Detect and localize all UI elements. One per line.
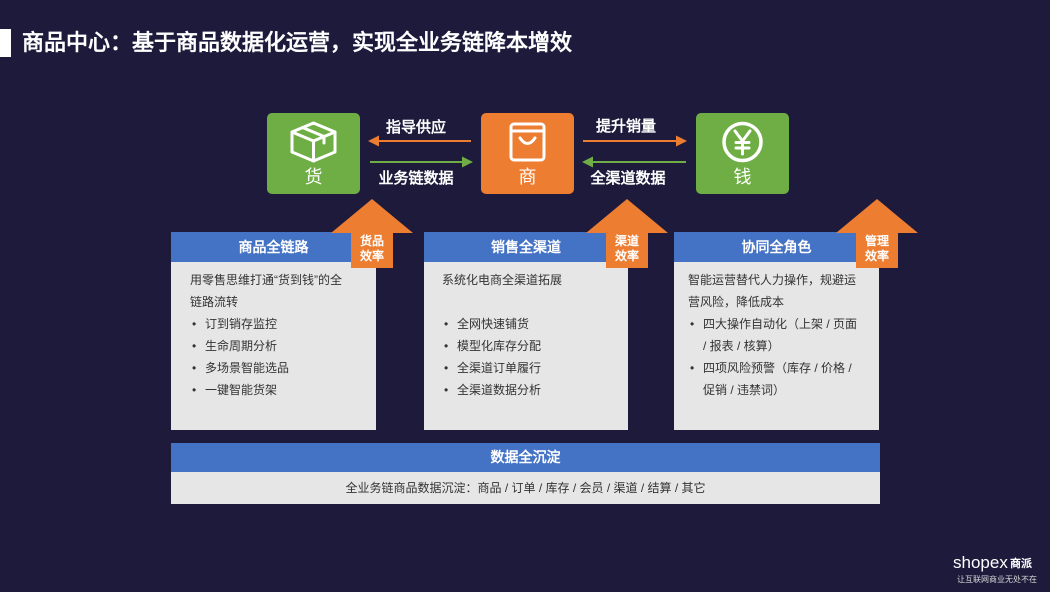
logo-brand: shopex [953, 553, 1008, 572]
bullet-list: 四大操作自动化（上架 / 页面 / 报表 / 核算） 四项风险预警（库存 / 价… [688, 313, 858, 401]
efficiency-badge-goods: 货品 效率 [331, 199, 413, 268]
panel-header: 商品全链路 [171, 232, 376, 262]
up-arrow-icon [586, 199, 668, 268]
data-summary-header: 数据全沉淀 [171, 443, 880, 472]
yen-coin-icon [722, 121, 763, 163]
badge-label-line: 渠道 [614, 234, 639, 248]
badge-label-line: 效率 [864, 249, 889, 263]
panel-body: 用零售思维打通“货到钱”的全链路流转 订到销存监控 生命周期分析 多场景智能选品… [171, 262, 376, 401]
badge-label: 管理 效率 [856, 234, 898, 264]
efficiency-badge-channel: 渠道 效率 [586, 199, 668, 268]
bullet-item: 全渠道订单履行 [442, 357, 607, 379]
node-label-merchandise: 商 [518, 167, 537, 187]
bullet-item: 一键智能货架 [190, 379, 355, 401]
business-data-arrow [370, 156, 473, 168]
page-title: 商品中心：基于商品数据化运营，实现全业务链降本增效 [22, 30, 573, 55]
business-data-label: 业务链数据 [378, 170, 454, 187]
shopex-logo: shopex 商派 让互联网商业无处不在 [953, 553, 1045, 585]
panel-product-chain: 商品全链路 用零售思维打通“货到钱”的全链路流转 订到销存监控 生命周期分析 多… [171, 232, 376, 430]
panel-body: 系统化电商全渠道拓展 全网快速铺货 模型化库存分配 全渠道订单履行 全渠道数据分… [424, 262, 628, 401]
badge-label-line: 管理 [864, 234, 889, 248]
bullet-list: 全网快速铺货 模型化库存分配 全渠道订单履行 全渠道数据分析 [442, 313, 607, 401]
boost-sales-arrow [583, 135, 687, 147]
bullet-item: 四大操作自动化（上架 / 页面 / 报表 / 核算） [688, 313, 858, 357]
badge-label-line: 货品 [359, 234, 384, 248]
panel-intro: 智能运营替代人力操作，规避运营风险，降低成本 [688, 273, 857, 309]
panel-sales-channels: 销售全渠道 系统化电商全渠道拓展 全网快速铺货 模型化库存分配 全渠道订单履行 … [424, 232, 628, 430]
box-icon [290, 121, 337, 163]
panel-collaboration-roles: 协同全角色 智能运营替代人力操作，规避运营风险，降低成本 四大操作自动化（上架 … [674, 232, 879, 430]
shopping-bag-icon [509, 122, 546, 162]
panel-intro: 系统化电商全渠道拓展 [442, 273, 563, 287]
bullet-list: 订到销存监控 生命周期分析 多场景智能选品 一键智能货架 [190, 313, 355, 401]
title-accent-bar [0, 29, 11, 57]
badge-label-line: 效率 [614, 249, 639, 263]
efficiency-badge-management: 管理 效率 [836, 199, 918, 268]
node-label-goods: 货 [304, 167, 323, 187]
channel-data-label: 全渠道数据 [590, 170, 666, 187]
panel-intro: 用零售思维打通“货到钱”的全链路流转 [190, 273, 342, 309]
bullet-item: 全渠道数据分析 [442, 379, 607, 401]
guide-supply-arrow [368, 135, 471, 147]
bullet-item: 四项风险预警（库存 / 价格 / 促销 / 违禁词） [688, 357, 858, 401]
badge-label: 渠道 效率 [606, 234, 648, 264]
flow-node-goods: 货 [267, 113, 360, 194]
data-summary-text: 全业务链商品数据沉淀：商品 / 订单 / 库存 / 会员 / 渠道 / 结算 /… [171, 472, 880, 504]
bullet-item: 模型化库存分配 [442, 335, 607, 357]
bullet-item: 生命周期分析 [190, 335, 355, 357]
bullet-item: 全网快速铺货 [442, 313, 607, 335]
panel-header: 协同全角色 [674, 232, 879, 262]
flow-node-money: 钱 [696, 113, 789, 194]
node-label-money: 钱 [733, 167, 752, 187]
flow-node-merchandise: 商 [481, 113, 574, 194]
panel-header: 销售全渠道 [424, 232, 628, 262]
boost-sales-label: 提升销量 [595, 118, 656, 135]
badge-label-line: 效率 [359, 249, 384, 263]
up-arrow-icon [836, 199, 918, 268]
guide-supply-label: 指导供应 [385, 119, 446, 136]
logo-brand-cn: 商派 [1010, 558, 1032, 570]
bullet-item: 多场景智能选品 [190, 357, 355, 379]
channel-data-arrow [582, 156, 686, 168]
panel-body: 智能运营替代人力操作，规避运营风险，降低成本 四大操作自动化（上架 / 页面 /… [674, 262, 879, 401]
bullet-item: 订到销存监控 [190, 313, 355, 335]
up-arrow-icon [331, 199, 413, 268]
badge-label: 货品 效率 [351, 234, 393, 264]
logo-tagline: 让互联网商业无处不在 [957, 575, 1037, 584]
